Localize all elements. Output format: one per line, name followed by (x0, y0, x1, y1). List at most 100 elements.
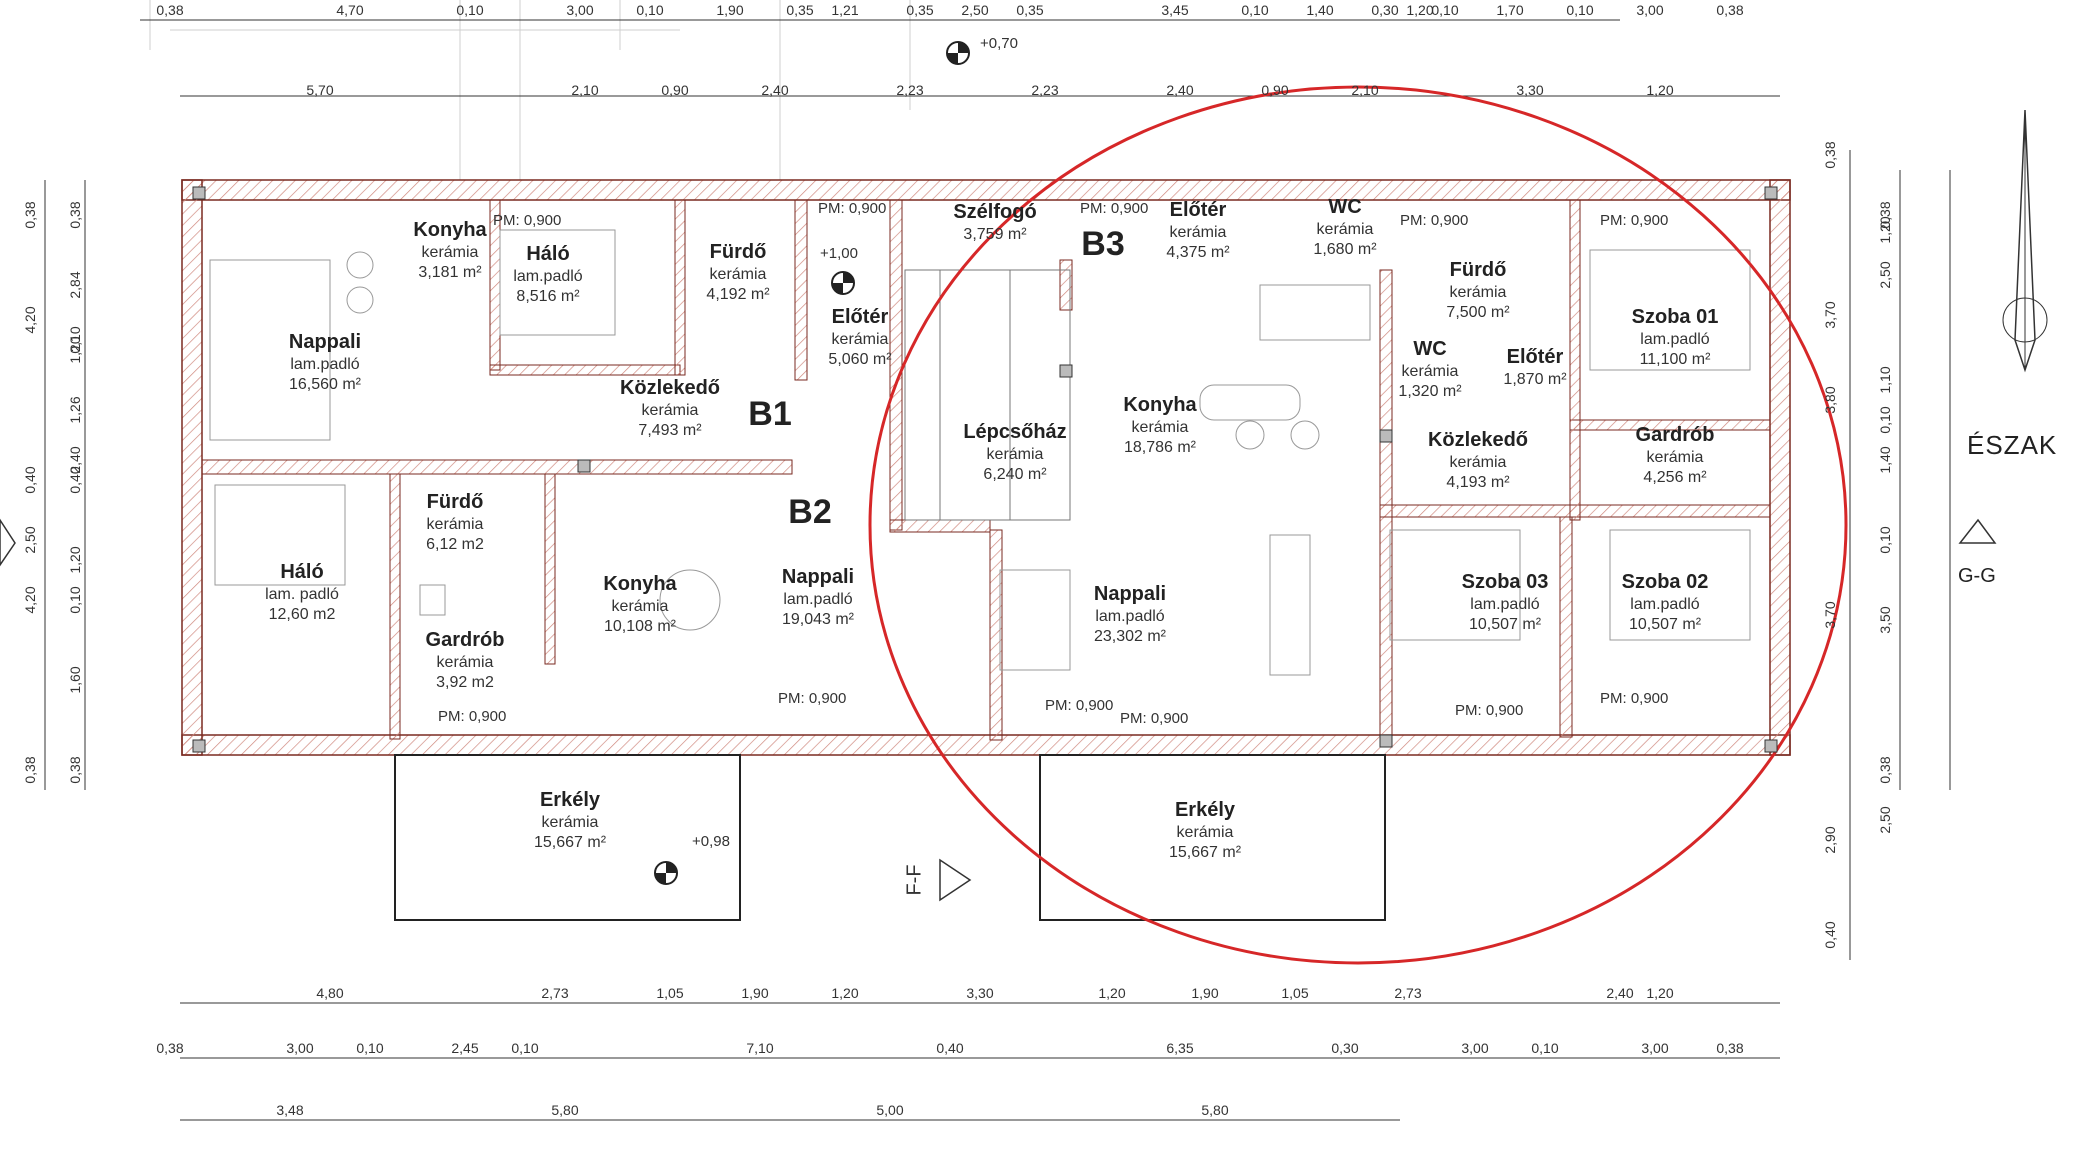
interior-walls (201, 199, 1771, 741)
room-area: 10,108 m² (603, 618, 677, 635)
dimension-label: 4,20 (22, 586, 38, 614)
dimension-label: 7,10 (746, 1040, 774, 1056)
room-name: Fürdő (1449, 259, 1507, 281)
room-floor: kerámia (541, 814, 599, 831)
dimension-label: 0,38 (1877, 756, 1893, 784)
dimension-label: 0,38 (156, 1040, 184, 1056)
dimension-label: 2,73 (541, 985, 569, 1001)
side-dimension-lines (44, 150, 1951, 960)
room-floor: kerámia (1401, 363, 1459, 380)
dimension-label: 0,90 (661, 82, 689, 98)
room-floor: lam.padló (1640, 331, 1710, 348)
room-name: Közlekedő (619, 377, 721, 399)
dimension-label: 1,20 (67, 546, 83, 574)
balconies (394, 754, 1386, 921)
dimension-label: 4,70 (336, 2, 364, 18)
room-floor: lam.padló (1470, 596, 1540, 613)
dimension-label: 2,45 (451, 1040, 479, 1056)
dimension-label: 4,20 (22, 306, 38, 334)
dimension-label: 2,10 (1351, 82, 1379, 98)
dimension-label: 2,23 (896, 82, 924, 98)
pm-label: PM: 0,900 (1080, 200, 1149, 217)
room-floor: lam.padló (1095, 608, 1165, 625)
room-area: 1,680 m² (1313, 241, 1377, 258)
apartment-b2-label: B2 (788, 493, 832, 531)
dimension-label: 0,38 (1822, 141, 1838, 169)
room-area: 10,507 m² (1468, 616, 1542, 633)
room-floor: kerámia (611, 598, 669, 615)
dimension-label: 2,50 (22, 526, 38, 554)
dimension-label: 0,10 (1431, 2, 1459, 18)
dimension-label: 0,38 (67, 756, 83, 784)
room-name: Erkély (539, 789, 601, 811)
dimension-label: 3,30 (1516, 82, 1544, 98)
room-area: 15,667 m² (1168, 844, 1242, 861)
north-arrow (2002, 109, 2048, 373)
room-area: 4,256 m² (1643, 469, 1707, 486)
furniture (209, 229, 1751, 676)
room-name: WC (1413, 338, 1447, 360)
room-area: 12,60 m2 (268, 606, 336, 623)
dimension-label: 2,40 (1166, 82, 1194, 98)
pm-label: PM: 0,900 (818, 200, 887, 217)
upper-grid-lines (149, 0, 911, 180)
dimension-label: 1,21 (831, 2, 859, 18)
section-gg-label: G-G (1958, 565, 1996, 587)
room-name: Fürdő (426, 491, 484, 513)
room-floor: lam.padló (783, 591, 853, 608)
room-floor: kerámia (831, 331, 889, 348)
dimension-label: 2,10 (571, 82, 599, 98)
north-label: ÉSZAK (1967, 430, 2058, 460)
level-label-balcony: +0,98 (692, 833, 730, 850)
room-name: Háló (526, 243, 570, 265)
room-name: Nappali (288, 331, 362, 353)
dimension-label: 1,60 (67, 666, 83, 694)
dimension-label: 0,10 (1566, 2, 1594, 18)
pm-label: PM: 0,900 (1400, 212, 1469, 229)
dimension-label: 5,80 (1201, 1102, 1229, 1118)
dimension-label: 1,40 (1877, 446, 1893, 474)
dimension-label: 0,38 (22, 201, 38, 229)
room-area: 3,759 m² (963, 226, 1027, 243)
pm-label: PM: 0,900 (1455, 702, 1524, 719)
dimension-label: 4,80 (316, 985, 344, 1001)
room-floor: kerámia (426, 516, 484, 533)
room-floor: kerámia (1316, 221, 1374, 238)
dimension-label: 1,20 (67, 336, 83, 364)
dimension-label: 2,40 (761, 82, 789, 98)
exterior-walls (181, 179, 1791, 756)
dimension-label: 0,10 (67, 586, 83, 614)
room-area: 18,786 m² (1123, 439, 1197, 456)
room-name: Nappali (1093, 583, 1167, 605)
dimension-label: 0,10 (1877, 406, 1893, 434)
dimension-label: 3,00 (1461, 1040, 1489, 1056)
apartment-b3-label: B3 (1081, 225, 1125, 263)
room-name: Előtér (1169, 199, 1227, 221)
room-floor: lam.padló (513, 268, 583, 285)
dimension-label: 3,70 (1822, 301, 1838, 329)
room-floor: kerámia (986, 446, 1044, 463)
room-name: Gardrób (425, 629, 505, 651)
dimension-label: 6,35 (1166, 1040, 1194, 1056)
room-name: Konyha (413, 219, 487, 241)
dimension-label: 2,73 (1394, 985, 1422, 1001)
level-markers (654, 41, 970, 885)
dimension-label: 3,00 (566, 2, 594, 18)
room-name: Közlekedő (1427, 429, 1529, 451)
dimension-label: 0,38 (156, 2, 184, 18)
dimension-label: 5,00 (876, 1102, 904, 1118)
dimension-label: 0,38 (67, 201, 83, 229)
room-name: Gardrób (1635, 424, 1715, 446)
dimension-label: 0,38 (1716, 2, 1744, 18)
